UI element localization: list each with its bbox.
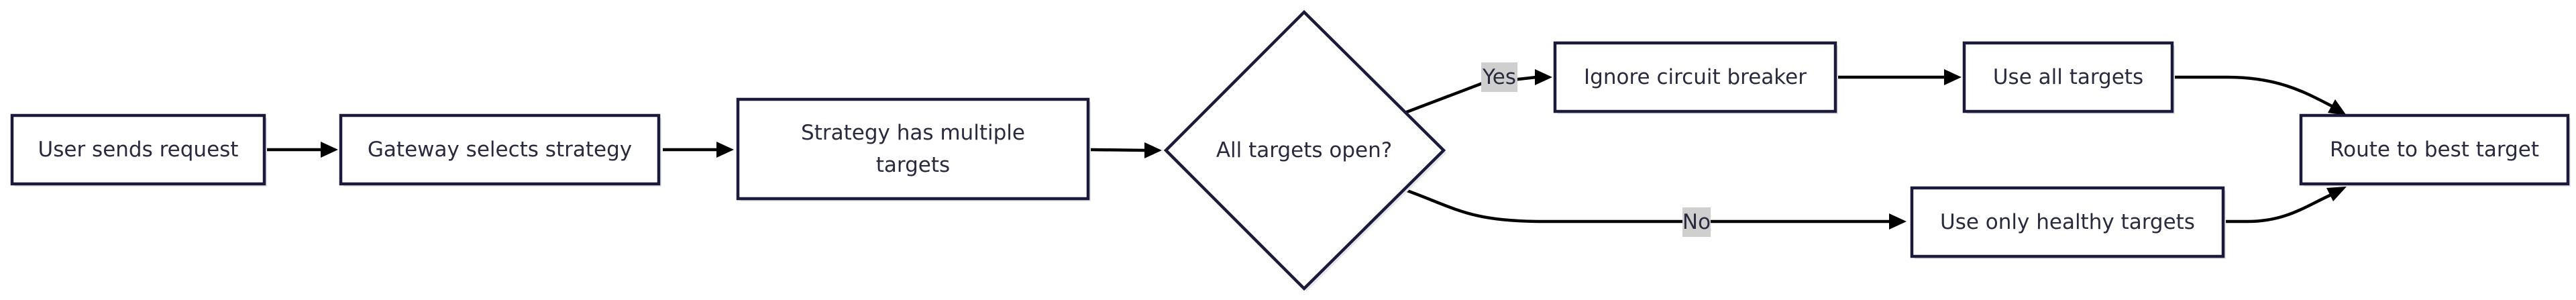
node-strategy-multiple-targets-label-line2: targets (876, 153, 950, 177)
node-ignore-circuit-breaker: Ignore circuit breaker (1553, 41, 1838, 114)
edge-useall-to-route (2174, 75, 2336, 109)
edge-label-no-text: No (1682, 210, 1711, 234)
arrowhead-decision-to-healthy (1889, 213, 1907, 230)
node-use-all-targets-label: Use all targets (1993, 65, 2143, 89)
node-ignore-circuit-breaker-label: Ignore circuit breaker (1584, 65, 1807, 89)
edge-healthy-to-route (2224, 191, 2335, 223)
edge-label-yes: Yes (1481, 62, 1517, 92)
node-use-only-healthy-targets: Use only healthy targets (1910, 186, 2226, 259)
edge-label-no: No (1682, 207, 1711, 237)
node-strategy-multiple-targets: Strategy has multiple targets (736, 97, 1091, 201)
node-all-targets-open-decision: All targets open? (1163, 9, 1446, 291)
node-user-sends-request-label: User sends request (38, 138, 239, 162)
node-gateway-selects-strategy-label: Gateway selects strategy (368, 138, 632, 162)
node-user-sends-request: User sends request (10, 113, 267, 187)
arrowhead-useall-to-route (2328, 99, 2347, 115)
node-strategy-multiple-targets-label-line1: Strategy has multiple (801, 121, 1025, 145)
node-gateway-selects-strategy: Gateway selects strategy (339, 113, 661, 187)
node-use-all-targets: Use all targets (1962, 41, 2175, 114)
arrowhead-user-to-gateway (321, 142, 338, 158)
arrowhead-healthy-to-route (2326, 187, 2347, 201)
node-use-only-healthy-targets-label: Use only healthy targets (1940, 210, 2195, 234)
nodes: User sends request Gateway selects strat… (10, 9, 2571, 291)
edges: Yes No (266, 62, 2347, 237)
arrowhead-strategy-to-decision (1144, 142, 1162, 158)
arrowhead-ignore-to-useall (1944, 69, 1962, 85)
arrowhead-decision-to-ignore (1535, 69, 1552, 85)
edge-label-yes-text: Yes (1482, 65, 1516, 89)
node-route-to-best-target-label: Route to best target (2330, 138, 2539, 162)
edge-decision-to-healthy (1403, 187, 1890, 223)
node-route-to-best-target: Route to best target (2299, 113, 2571, 187)
node-all-targets-open-label: All targets open? (1216, 138, 1392, 162)
arrowhead-gateway-to-strategy (716, 142, 734, 158)
